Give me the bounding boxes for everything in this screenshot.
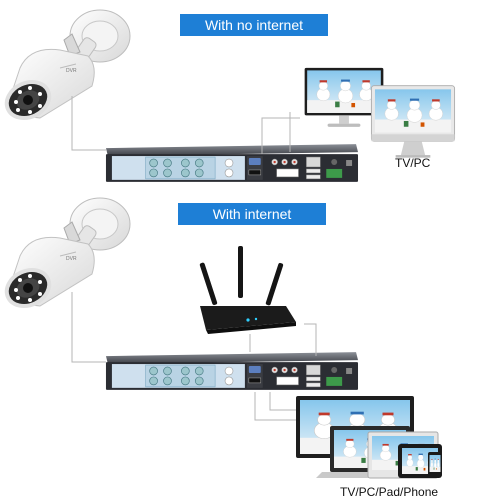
camera-cable [71,292,106,363]
banner-no-internet: With no internet [180,14,328,36]
dvr-recorder-icon [105,351,359,391]
bullet-camera-icon [0,196,132,315]
phone-icon [428,452,442,476]
dvr-recorder-icon [105,143,359,183]
lan-cable [304,323,317,356]
router-icon [199,246,296,334]
hdmi-cable [254,392,296,421]
bullet-camera-icon [0,8,132,127]
camera-cable [71,96,106,151]
online-section [0,196,442,479]
offline-section [0,8,455,183]
caption-tv-pc: TV/PC [395,156,431,170]
monitor-icon [371,86,454,158]
vga-cable [269,392,296,411]
banner-with-internet: With internet [178,203,326,225]
caption-tv-pc-pad-phone: TV/PC/Pad/Phone [340,485,439,499]
hdmi-cable [261,117,300,154]
